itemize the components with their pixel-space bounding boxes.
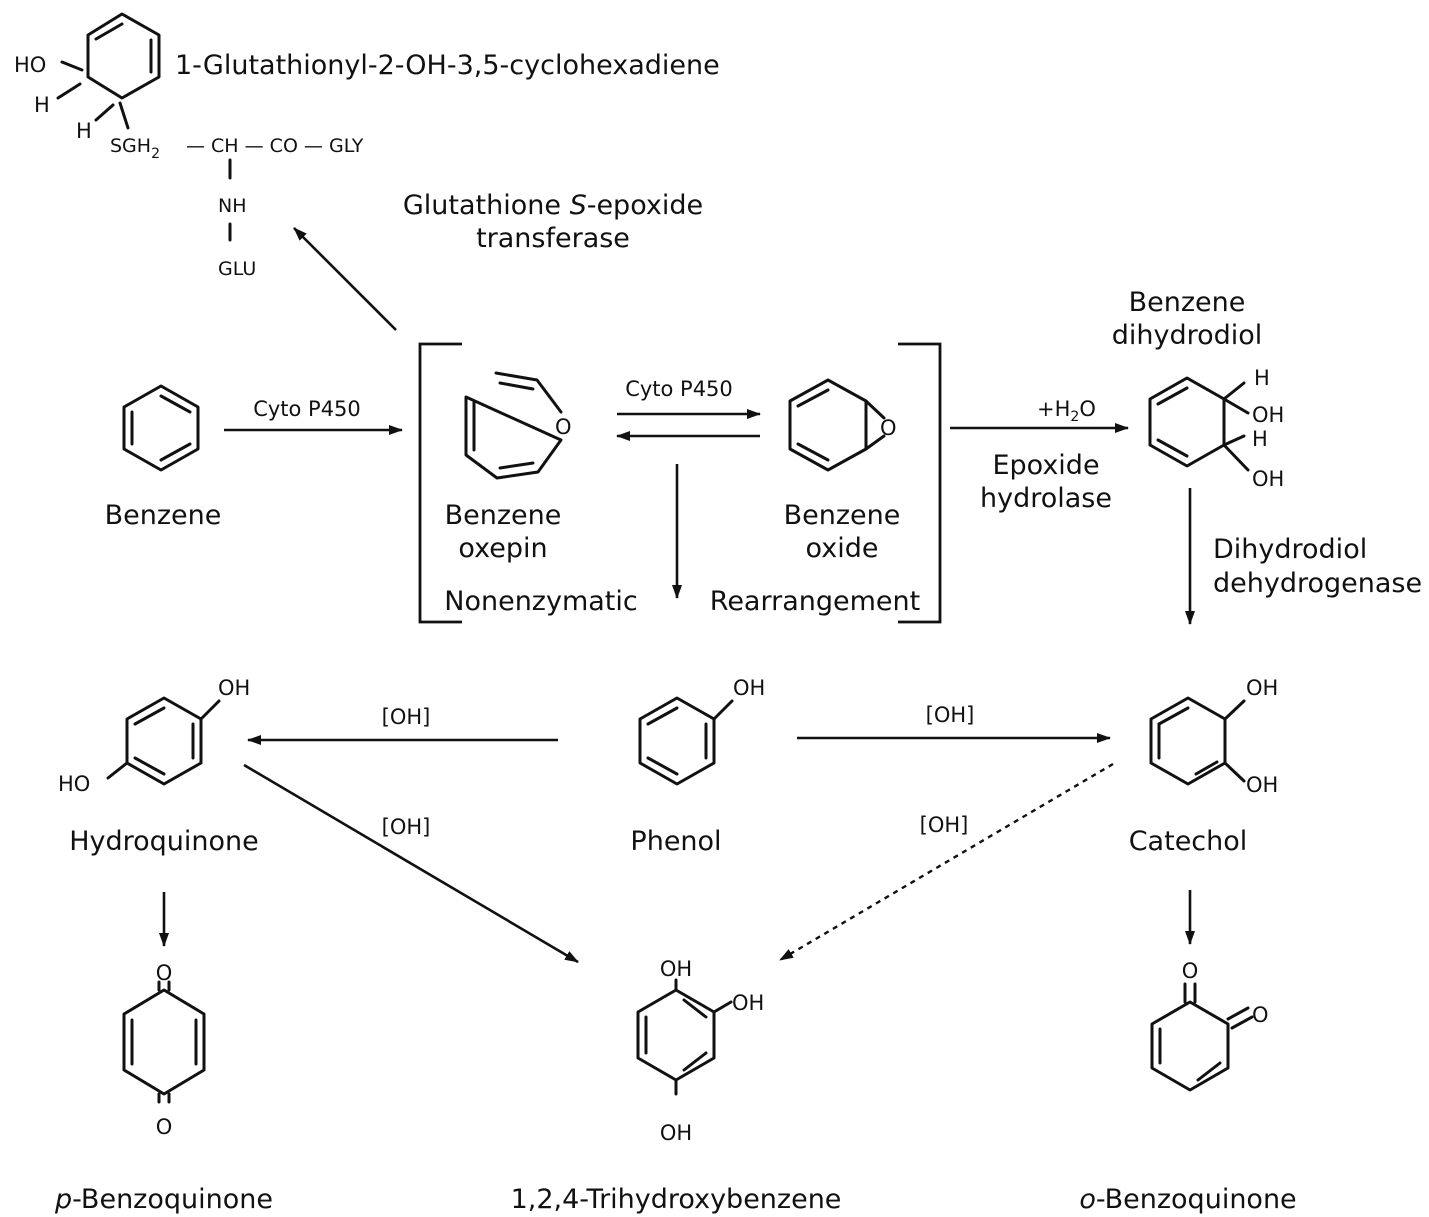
gsh-sgh-label: SGH2 [110,135,160,162]
h-bond-1 [56,82,82,100]
diol-h-label-2: H [1252,427,1268,451]
obq-o-label-2: O [1252,1003,1269,1027]
catechol-structure [1149,696,1246,786]
ho-bond [60,60,84,72]
hydroxylation-arrow-cat-thb [779,762,1114,962]
catechol-label: Catechol [1129,826,1248,857]
oxide-label-line1: Benzene [784,500,901,531]
obq-o-label-1: O [1182,959,1199,983]
gsh-chain-label: — CH — CO — GLY [186,135,364,157]
ddh-label-line2: dehydrogenase [1213,568,1422,599]
gsh-conjugate-structure: HO H H SGH2 — CH — CO — GLY NH GLU [14,12,364,280]
gst-label-line1: Glutathione S-epoxide [403,190,703,221]
hydroxylation-arrow-hq-thb [243,763,579,964]
benzene-structure [122,384,200,472]
trihydroxybenzene-structure [636,978,733,1096]
ddh-label-line1: Dihydrodiol [1213,534,1367,565]
cat-oh-label-1: OH [1246,676,1278,700]
benzene-label: Benzene [105,500,222,531]
nonenzymatic-label: Nonenzymatic [444,586,637,617]
oxepin-label-line1: Benzene [445,500,562,531]
gsh-h-label-1: H [34,93,50,117]
oh-label-left: [OH] [382,705,431,729]
oh-label-diag-left: [OH] [382,815,431,839]
eh-label-line2: hydrolase [980,483,1112,514]
gsh-ho-label: HO [14,53,46,77]
oxide-o-label: O [880,416,897,440]
s-bond [118,101,130,130]
thb-oh-label-3: OH [660,1121,692,1145]
hydroquinone-structure [106,696,221,786]
dihydrodiol-label-line2: dihydrodiol [1112,320,1263,351]
cyp-label-2: Cyto P450 [625,377,733,401]
dihydrodiol-structure [1148,376,1250,472]
ph-oh-label: OH [733,676,765,700]
cyclohexadiene-ring [86,12,161,100]
o-benzoquinone-structure [1150,982,1254,1092]
o-benzoquinone-label: o-Benzoquinone [1079,1184,1296,1215]
diol-oh-label-1: OH [1252,403,1284,427]
oxide-label-line2: oxide [806,533,879,564]
bracket-right [898,342,942,624]
p-benzoquinone-label: p-Benzoquinone [54,1184,273,1215]
hydroquinone-label: Hydroquinone [69,826,259,857]
benzene-oxide-structure [788,378,886,472]
trihydroxybenzene-label: 1,2,4-Trihydroxybenzene [511,1184,842,1215]
cyp-label-1: Cyto P450 [253,397,361,421]
eh-label-line1: Epoxide [992,450,1099,481]
gst-label-line2: transferase [476,223,630,254]
hq-ho-label: HO [58,772,90,796]
bracket-left [418,342,462,624]
diol-oh-label-2: OH [1252,467,1284,491]
gsh-conjugate-label: 1-Glutathionyl-2-OH-3,5-cyclohexadiene [175,50,720,81]
phenol-label: Phenol [630,826,721,857]
phenol-structure [638,696,734,786]
oxepin-label-line2: oxepin [458,533,547,564]
oh-label-diag-right: [OH] [920,813,969,837]
gsh-h-label-2: H [76,119,92,143]
thb-oh-label-1: OH [660,957,692,981]
gsh-nh-label: NH [218,195,247,217]
thb-oh-label-2: OH [732,991,764,1015]
diol-h-label-1: H [1254,366,1270,390]
dihydrodiol-label-line1: Benzene [1129,287,1246,318]
gst-arrow [293,227,397,331]
gsh-glu-label: GLU [218,258,256,280]
water-label: +H2O [1037,397,1096,425]
pbq-o-label-1: O [156,961,173,985]
p-benzoquinone-structure [122,980,206,1104]
pbq-o-label-2: O [156,1115,173,1139]
cat-oh-label-2: OH [1246,773,1278,797]
oxepin-o-label: O [555,415,572,439]
h-bond-2 [94,103,115,122]
rearrangement-label: Rearrangement [710,586,920,617]
hq-oh-label: OH [218,676,250,700]
oh-label-right: [OH] [926,703,975,727]
oxepin-structure [464,371,563,480]
